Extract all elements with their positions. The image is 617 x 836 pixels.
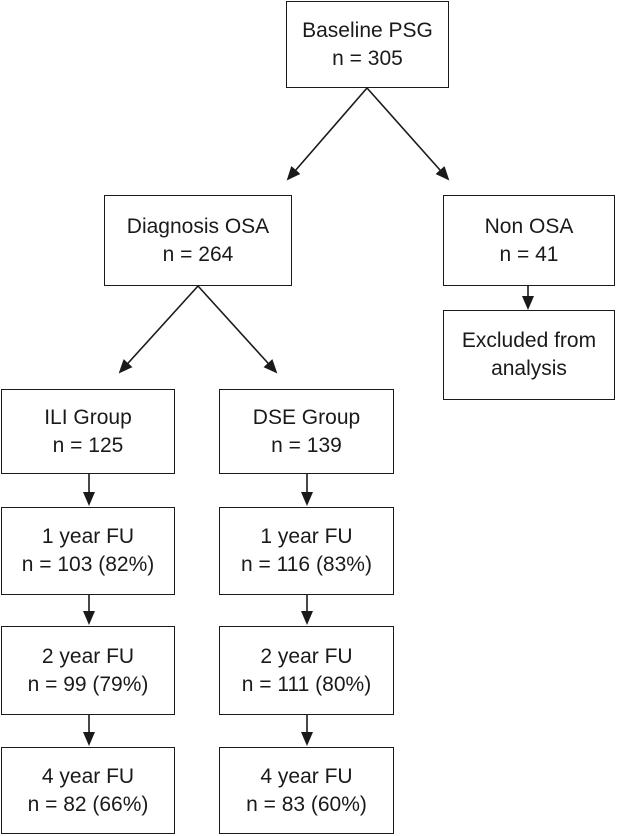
- ili-fu4-box: 4 year FU n = 82 (66%): [1, 747, 175, 834]
- dse-fu1-label: 1 year FU: [260, 525, 353, 548]
- baseline-psg-label: Baseline PSG: [302, 18, 433, 42]
- arrow-osa-to-dse: [197, 285, 278, 374]
- diagnosis-osa-count: n = 264: [162, 242, 234, 266]
- diagnosis-osa-label: Diagnosis OSA: [126, 214, 270, 238]
- ili-fu2-label: 2 year FU: [41, 644, 135, 668]
- dse-fu1-box: 1 year FU n = 116 (83%): [219, 507, 394, 595]
- non-osa-box: Non OSA n = 41: [443, 195, 615, 286]
- ili-fu2-count: n = 99 (79%): [27, 672, 149, 696]
- arrow-osa-to-ili: [118, 285, 199, 374]
- ili-fu1-count: n = 103 (82%): [21, 553, 155, 576]
- ili-fu4-label: 4 year FU: [41, 764, 135, 788]
- ili-fu4-count: n = 82 (66%): [27, 792, 149, 816]
- non-osa-label: Non OSA: [484, 214, 574, 238]
- dse-group-label: DSE Group: [252, 405, 361, 429]
- diagnosis-osa-box: Diagnosis OSA n = 264: [104, 195, 292, 286]
- baseline-psg-count: n = 305: [332, 46, 403, 70]
- ili-fu1-label: 1 year FU: [41, 525, 135, 548]
- ili-group-label: ILI Group: [44, 405, 132, 429]
- dse-group-box: DSE Group n = 139: [219, 389, 394, 474]
- dse-fu1-count: n = 116 (83%): [241, 553, 372, 576]
- non-osa-count: n = 41: [499, 242, 559, 266]
- ili-fu2-box: 2 year FU n = 99 (79%): [1, 626, 175, 715]
- ili-group-box: ILI Group n = 125: [1, 389, 175, 474]
- arrow-baseline-to-non-osa: [366, 87, 450, 181]
- dse-fu2-label: 2 year FU: [260, 644, 353, 668]
- excluded-box: Excluded from analysis: [443, 310, 615, 400]
- excluded-label-line2: analysis: [491, 357, 567, 380]
- arrow-baseline-to-osa: [286, 87, 368, 181]
- baseline-psg-box: Baseline PSG n = 305: [286, 1, 449, 88]
- dse-fu2-box: 2 year FU n = 111 (80%): [219, 626, 394, 715]
- dse-fu2-count: n = 111 (80%): [241, 672, 372, 696]
- ili-fu1-box: 1 year FU n = 103 (82%): [1, 507, 175, 595]
- ili-group-count: n = 125: [52, 433, 124, 457]
- dse-fu4-label: 4 year FU: [260, 764, 353, 788]
- dse-group-count: n = 139: [271, 433, 342, 457]
- dse-fu4-box: 4 year FU n = 83 (60%): [219, 747, 394, 834]
- excluded-label-line1: Excluded from: [461, 329, 597, 352]
- dse-fu4-count: n = 83 (60%): [246, 792, 367, 816]
